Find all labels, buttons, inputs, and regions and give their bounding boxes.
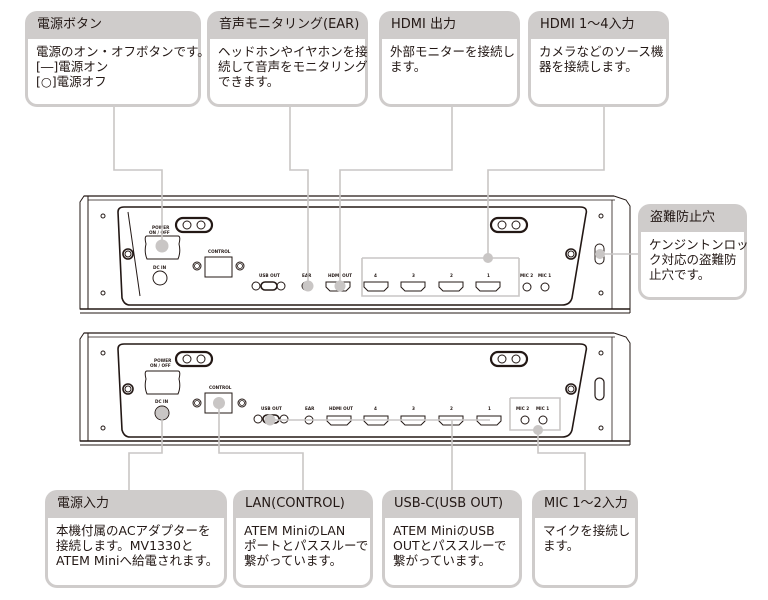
label-hdmi-4: 4	[374, 406, 377, 411]
dot-ear	[302, 280, 314, 292]
callout-body: カメラなどのソース機 器を接続します。	[531, 39, 666, 104]
callout-body: 本機付属のACアダプターを 接続します。MV1330と ATEM Miniへ給電…	[48, 518, 224, 585]
callout-text-line: 本機付属のACアダプターを	[56, 523, 211, 538]
callout-text-line: ます。	[390, 59, 427, 74]
callout-text-line: できます。	[218, 74, 280, 89]
callout-ear: 音声モニタリング(EAR) ヘッドホンやイヤホンを接 続して音声をモニタリング …	[207, 11, 368, 107]
label-mic-2: MIC 2	[516, 406, 529, 411]
callout-kensington: 盗難防止穴 ケンジントンロッ ク対応の盗難防 止穴です。	[638, 204, 749, 300]
callout-hdmi-inputs: HDMI 1～4入力 カメラなどのソース機 器を接続します。	[528, 11, 669, 107]
label-mic-1: MIC 1	[536, 406, 549, 411]
dot-kensington	[595, 249, 605, 259]
label-mic-2: MIC 2	[520, 273, 533, 278]
callout-text-line: 電源のオン・オフボタンです。	[36, 44, 210, 59]
callout-mic: MIC 1～2入力 マイクを接続し ます。	[532, 490, 638, 588]
callout-title: HDMI 1～4入力	[540, 17, 635, 32]
callout-text-line: ます。	[543, 538, 580, 553]
callout-title: MIC 1～2入力	[544, 496, 628, 511]
callout-body: ケンジントンロッ ク対応の盗難防 止穴です。	[641, 232, 749, 297]
callout-text-line: OUTとパススルーで	[393, 538, 507, 553]
callout-text-line: 器を接続します。	[539, 59, 638, 74]
label-hdmi-4: 4	[374, 273, 377, 278]
callout-title: 盗難防止穴	[650, 210, 716, 225]
dot-hdmi-out	[334, 280, 346, 292]
dot-hdmi-inputs	[483, 253, 493, 263]
callout-lan: LAN(CONTROL) ATEM MiniのLAN ポートとパススルーで 繋が…	[233, 490, 373, 588]
callout-text-line: 繋がっています。	[393, 553, 492, 568]
leader-lines-bottom	[128, 397, 586, 490]
callout-hdmi-out: HDMI 出力 外部モニターを接続し ます。	[379, 11, 520, 107]
callout-body: ATEM MiniのLAN ポートとパススルーで 繋がっています。	[236, 518, 370, 585]
label-control: CONTROL	[208, 249, 231, 254]
label-power: POWER	[154, 358, 172, 363]
callout-text-line: ATEM MiniのUSB	[393, 523, 495, 538]
callout-text-line: [―]電源オン	[36, 59, 109, 74]
callout-body: ヘッドホンやイヤホンを接 続して音声をモニタリング できます。	[210, 39, 368, 104]
label-on-off: ON / OFF	[150, 363, 171, 368]
highlight-dots-bottom	[155, 397, 543, 435]
label-power: POWER	[152, 225, 170, 230]
callout-title: 電源ボタン	[37, 17, 103, 32]
callout-title: 音声モニタリング(EAR)	[219, 17, 360, 32]
label-control: CONTROL	[209, 385, 232, 390]
label-hdmi-3: 3	[412, 273, 415, 278]
label-hdmi-1: 1	[487, 273, 490, 278]
callout-text-line: ヘッドホンやイヤホンを接	[218, 44, 368, 59]
label-dc-in: DC IN	[153, 265, 167, 270]
label-mic-1: MIC 1	[538, 273, 551, 278]
label-dc-in: DC IN	[155, 399, 169, 404]
callout-text-line: ATEM Miniへ給電されます。	[56, 553, 219, 568]
label-ear: EAR	[302, 273, 312, 278]
callout-text-line: 続して音声をモニタリング	[218, 59, 368, 74]
callout-dc-in: 電源入力 本機付属のACアダプターを 接続します。MV1330と ATEM Mi…	[45, 490, 227, 588]
dot-dc-in	[155, 406, 169, 420]
callout-text-line: [○]電源オフ	[36, 74, 107, 89]
callout-body: 電源のオン・オフボタンです。 [―]電源オン [○]電源オフ	[28, 39, 210, 104]
label-hdmi-2: 2	[450, 273, 453, 278]
dot-power-button	[155, 239, 169, 253]
callout-text-line: ク対応の盗難防	[649, 252, 737, 267]
callout-text-line: 止穴です。	[649, 267, 711, 282]
callout-text-line: ATEM MiniのLAN	[244, 523, 346, 538]
callout-body: ATEM MiniのUSB OUTとパススルーで 繋がっています。	[385, 518, 519, 585]
callout-power-button: 電源ボタン 電源のオン・オフボタンです。 [―]電源オン [○]電源オフ	[25, 11, 210, 107]
callout-body: 外部モニターを接続し ます。	[382, 39, 517, 104]
dot-mic	[533, 425, 543, 435]
callout-text-line: 繋がっています。	[244, 553, 343, 568]
callout-text-line: 外部モニターを接続し	[390, 44, 516, 59]
callout-text-line: ポートとパススルーで	[244, 538, 369, 553]
dot-usb-out	[264, 414, 276, 426]
label-on-off: ON / OFF	[149, 230, 170, 235]
label-hdmi-2: 2	[450, 406, 453, 411]
device-top-labels: POWER ON / OFF DC IN CONTROL USB OUT EAR…	[149, 225, 551, 278]
label-hdmi-3: 3	[412, 406, 415, 411]
callout-usb-c: USB-C(USB OUT) ATEM MiniのUSB OUTとパススルーで …	[382, 490, 522, 588]
label-usb-out: USB OUT	[259, 273, 280, 278]
callout-text-line: カメラなどのソース機	[539, 44, 664, 59]
label-hdmi-out: HDMI OUT	[329, 406, 353, 411]
dot-control	[213, 397, 225, 409]
highlight-dots-top	[155, 239, 605, 292]
callout-text-line: マイクを接続し	[543, 523, 631, 538]
callout-body: マイクを接続し ます。	[535, 518, 635, 585]
callout-title: HDMI 出力	[391, 17, 456, 32]
label-usb-out: USB OUT	[261, 406, 282, 411]
label-hdmi-1: 1	[488, 406, 491, 411]
device-bottom-labels: POWER ON / OFF DC IN CONTROL USB OUT EAR…	[150, 358, 549, 411]
callout-text-line: 接続します。MV1330と	[56, 538, 194, 553]
callout-title: USB-C(USB OUT)	[394, 496, 504, 511]
callout-title: 電源入力	[57, 496, 110, 511]
callout-text-line: ケンジントンロッ	[649, 237, 749, 252]
callout-title: LAN(CONTROL)	[245, 496, 345, 511]
label-ear: EAR	[305, 406, 315, 411]
device-top	[79, 195, 631, 314]
